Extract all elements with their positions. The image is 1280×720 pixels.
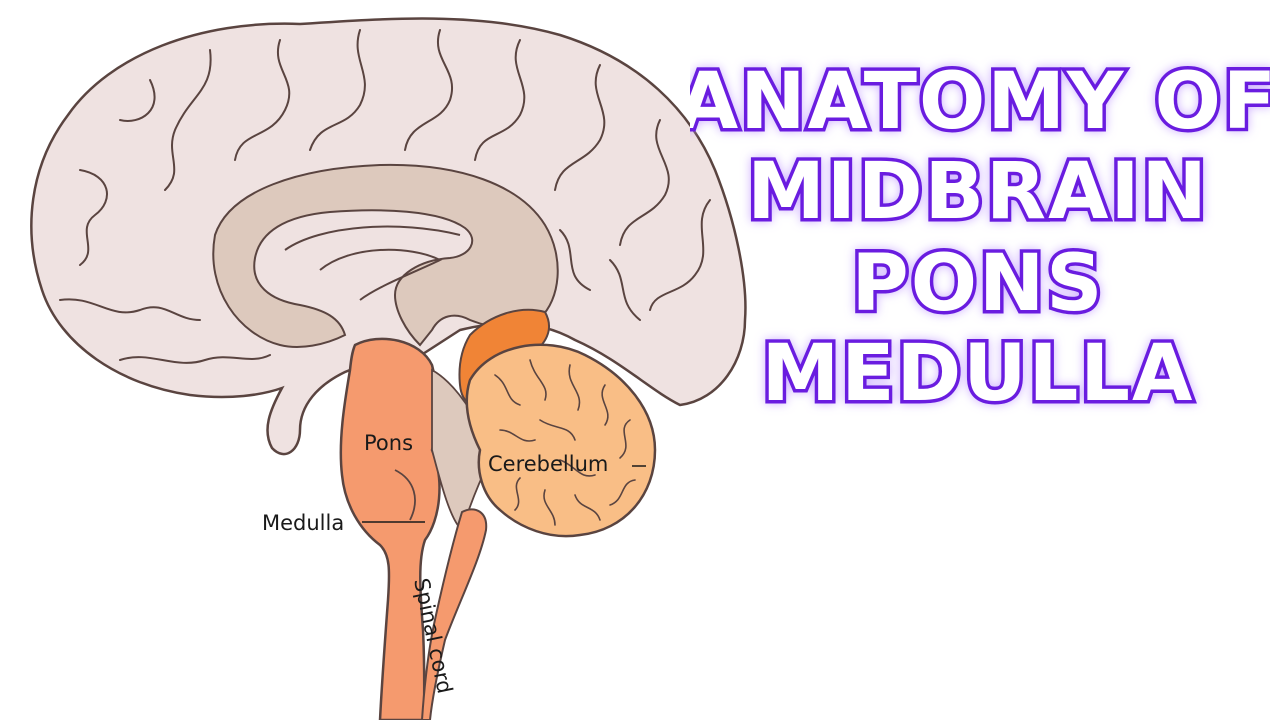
fornix-line — [284, 225, 461, 251]
pons-fold — [394, 469, 416, 521]
brain-diagram: Pons Cerebellum Medulla Spinal cord — [30, 17, 747, 720]
title-line-2: MIDBRAIN — [747, 147, 1209, 237]
spinal-cord-posterior — [420, 508, 488, 720]
label-medulla: Medulla — [262, 511, 344, 535]
label-cerebellum: Cerebellum — [488, 452, 608, 476]
cerebellum-folia — [494, 359, 636, 526]
title-line-4: MEDULLA — [762, 329, 1195, 419]
title-line-3: PONS — [852, 239, 1105, 329]
brainstem — [339, 337, 441, 720]
cerebellum — [465, 343, 657, 538]
thalamus-outline — [319, 248, 443, 301]
gyri-lines — [59, 29, 711, 364]
label-pons: Pons — [364, 431, 413, 455]
title-line-1: ANATOMY OF — [690, 57, 1270, 147]
title-block: ANATOMY OF MIDBRAIN PONS MEDULLA — [690, 54, 1270, 423]
